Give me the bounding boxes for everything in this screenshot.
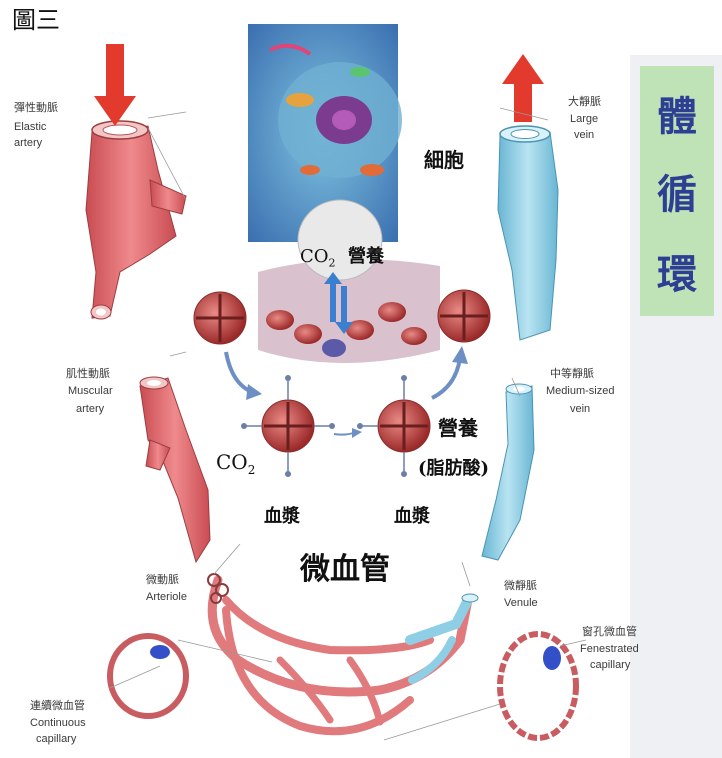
large-vein-label-en2: vein — [574, 130, 594, 142]
capillary-title: 微血管 — [300, 554, 390, 586]
large-vein-drawing — [498, 126, 558, 340]
nutrients-top-label: 營養 — [348, 248, 384, 267]
co2-top-sub: 2 — [329, 257, 336, 270]
outflow-arrow-icon — [502, 54, 544, 122]
plasma-left-label: 血漿 — [264, 508, 300, 527]
continuous-capillary-label-en2: capillary — [36, 734, 76, 746]
figure-label: 圖三 — [12, 8, 60, 33]
co2-left-label: CO2 — [216, 452, 255, 477]
co2-left-text: CO — [216, 450, 248, 474]
muscular-artery-label-en2: artery — [76, 404, 104, 416]
arteriole-label-en: Arteriole — [146, 592, 187, 604]
fenestrated-capillary-label-en2: capillary — [590, 660, 630, 672]
co2-top-text: CO — [300, 246, 329, 267]
fenestrated-capillary-label-en1: Fenestrated — [580, 644, 639, 656]
elastic-artery-label-en2: artery — [14, 138, 42, 150]
fenestrated-capillary-label-zh: 窗孔微血管 — [582, 626, 637, 638]
inflow-arrow-icon — [94, 44, 136, 126]
fenestrated-capillary-section — [500, 634, 576, 738]
muscular-artery-label-en1: Muscular — [68, 386, 113, 398]
medium-vein-drawing — [482, 384, 534, 560]
muscular-artery-drawing — [140, 377, 210, 562]
nutrients-right-label: 營養 — [438, 418, 478, 439]
title-box: 體 循 環 — [640, 66, 714, 316]
rbc-right-top — [438, 290, 490, 342]
title-char-3: 環 — [640, 242, 714, 300]
plasma-right-label: 血漿 — [394, 508, 430, 527]
title-char-2: 循 — [640, 162, 714, 220]
venule-label-zh: 微靜脈 — [504, 580, 537, 592]
venule-label-en: Venule — [504, 598, 538, 610]
co2-left-sub: 2 — [248, 463, 256, 477]
elastic-artery-label-zh: 彈性動脈 — [14, 102, 58, 114]
medium-vein-label-en1: Medium-sized — [546, 386, 614, 398]
elastic-artery-drawing — [86, 121, 186, 319]
continuous-capillary-label-en1: Continuous — [30, 718, 86, 730]
capillary-network — [212, 580, 468, 731]
venule-end — [462, 594, 478, 602]
cell-label: 細胞 — [424, 150, 464, 171]
medium-vein-label-en2: vein — [570, 404, 590, 416]
fatty-acid-label: (脂肪酸) — [418, 460, 489, 479]
elastic-artery-label-en1: Elastic — [14, 122, 46, 134]
rbc-left-top — [194, 292, 246, 344]
arteriole-label-zh: 微動脈 — [146, 574, 179, 586]
muscular-artery-label-zh: 肌性動脈 — [66, 368, 110, 380]
co2-top-label: CO2 — [300, 248, 336, 269]
continuous-capillary-label-zh: 連續微血管 — [30, 700, 85, 712]
large-vein-label-en1: Large — [570, 114, 598, 126]
medium-vein-label-zh: 中等靜脈 — [550, 368, 594, 380]
continuous-capillary-section — [110, 636, 186, 716]
title-char-1: 體 — [640, 84, 714, 142]
large-vein-label-zh: 大靜脈 — [568, 96, 601, 108]
